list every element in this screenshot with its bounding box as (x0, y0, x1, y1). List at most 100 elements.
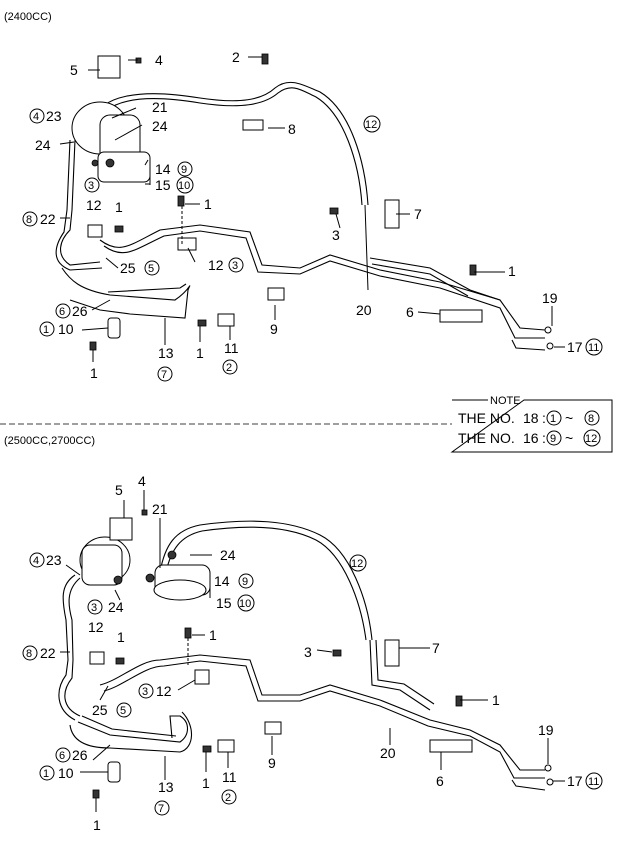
callout-12: 12 (88, 619, 104, 635)
callout-circled-5: 5 (120, 705, 126, 717)
callout-circled-9: 9 (242, 576, 248, 588)
diagram-2500-2700cc: 5 4 21 24 12 4 23 14 9 3 24 15 10 12 1 1… (22, 473, 603, 833)
callout-26: 26 (72, 747, 88, 763)
callout-1-d: 1 (202, 775, 210, 791)
callout-21: 21 (152, 501, 168, 517)
note-line1-part: 18 (523, 410, 539, 426)
callout-circled-10: 10 (178, 180, 190, 192)
callout-circled-12: 12 (365, 119, 377, 131)
callout-26: 26 (72, 303, 88, 319)
callout-circled-8: 8 (26, 648, 32, 660)
note-box: NOTE THE NO. 18 : 1 ~ 8 THE NO. 16 : 9 ~… (450, 395, 613, 453)
callout-24-left: 24 (108, 599, 124, 615)
callout-25: 25 (92, 702, 108, 718)
callout-10: 10 (58, 765, 74, 781)
callout-13: 13 (158, 345, 174, 361)
callout-7: 7 (432, 640, 440, 656)
callout-20: 20 (380, 745, 396, 761)
callout-1-d: 1 (196, 345, 204, 361)
callout-circled-1: 1 (43, 324, 49, 336)
callout-6: 6 (436, 773, 444, 789)
callout-1-b: 1 (204, 196, 212, 212)
callout-circled-11: 11 (588, 342, 599, 354)
callout-circled-6: 6 (59, 306, 65, 318)
callout-19: 19 (538, 722, 554, 738)
callout-25: 25 (120, 260, 136, 276)
callout-1-a: 1 (117, 629, 125, 645)
callout-4: 4 (155, 52, 163, 68)
callout-7: 7 (414, 206, 422, 222)
callout-circled-9: 9 (181, 164, 187, 176)
diagram-2400cc: 2 4 5 4 23 21 24 24 8 12 14 9 15 10 3 8 … (22, 49, 603, 382)
callout-1-a: 1 (115, 199, 123, 215)
callout-circled-4: 4 (33, 111, 39, 123)
callout-23: 23 (46, 108, 62, 124)
note-line2-prefix: THE NO. (458, 430, 515, 446)
callout-24-left: 24 (35, 137, 51, 153)
callout-12-b: 12 (156, 683, 172, 699)
callout-3: 3 (304, 644, 312, 660)
callout-circled-10: 10 (239, 598, 251, 610)
note-line1-from: 1 (550, 413, 556, 425)
callout-13: 13 (158, 779, 174, 795)
callout-23: 23 (46, 552, 62, 568)
section-title-2500-2700cc: (2500CC,2700CC) (4, 435, 95, 447)
callout-24-right: 24 (220, 547, 236, 563)
callout-15: 15 (155, 177, 171, 193)
callout-1-b: 1 (209, 627, 217, 643)
callout-circled-3: 3 (88, 180, 94, 192)
callout-circled-6: 6 (59, 750, 65, 762)
callout-4: 4 (138, 473, 146, 489)
callout-circled-2: 2 (225, 792, 231, 804)
callout-circled-1: 1 (43, 768, 49, 780)
callout-19: 19 (542, 290, 558, 306)
callout-6: 6 (406, 304, 414, 320)
note-line2-range: ~ (565, 430, 573, 446)
callout-circled-7: 7 (158, 803, 164, 815)
callout-11: 11 (222, 769, 237, 785)
callout-circled-4: 4 (33, 555, 39, 567)
callout-9: 9 (268, 755, 276, 771)
callout-20: 20 (356, 302, 372, 318)
callout-14: 14 (155, 161, 171, 177)
callout-21: 21 (152, 99, 168, 115)
note-line2-part: 16 (523, 430, 539, 446)
callout-15: 15 (216, 595, 232, 611)
note-line2-sep: : (542, 430, 546, 446)
callout-circled-3-b: 3 (142, 686, 148, 698)
callout-circled-5: 5 (148, 263, 154, 275)
note-heading: NOTE (490, 395, 521, 407)
note-line2-to: 12 (585, 433, 597, 445)
callout-22: 22 (40, 211, 56, 227)
callout-circled-8: 8 (26, 214, 32, 226)
callout-12: 12 (86, 197, 102, 213)
note-line1-to: 8 (588, 413, 594, 425)
callout-14: 14 (214, 573, 230, 589)
callout-circled-11: 11 (588, 776, 599, 788)
callout-3: 3 (332, 227, 340, 243)
callout-17: 17 (567, 339, 583, 355)
callout-circled-12: 12 (351, 558, 363, 570)
callout-5: 5 (115, 482, 123, 498)
callout-circled-3-b: 3 (232, 260, 238, 272)
callout-9: 9 (270, 321, 278, 337)
callout-1-e: 1 (90, 365, 98, 381)
callout-1-c: 1 (508, 263, 516, 279)
callout-17: 17 (567, 773, 583, 789)
note-line1-sep: : (542, 410, 546, 426)
callout-24-right: 24 (152, 118, 168, 134)
callout-22: 22 (40, 645, 56, 661)
callout-circled-3: 3 (91, 602, 97, 614)
callout-5: 5 (70, 62, 78, 78)
callout-1-c: 1 (492, 692, 500, 708)
section-title-2400cc: (2400CC) (4, 11, 52, 23)
callout-circled-7: 7 (161, 369, 167, 381)
note-line1-prefix: THE NO. (458, 410, 515, 426)
callout-circled-2: 2 (226, 362, 232, 374)
callout-8: 8 (288, 121, 296, 137)
callout-1-e: 1 (93, 817, 101, 833)
note-line2-from: 9 (550, 433, 556, 445)
callout-2: 2 (232, 49, 240, 65)
callout-11: 11 (224, 340, 239, 356)
